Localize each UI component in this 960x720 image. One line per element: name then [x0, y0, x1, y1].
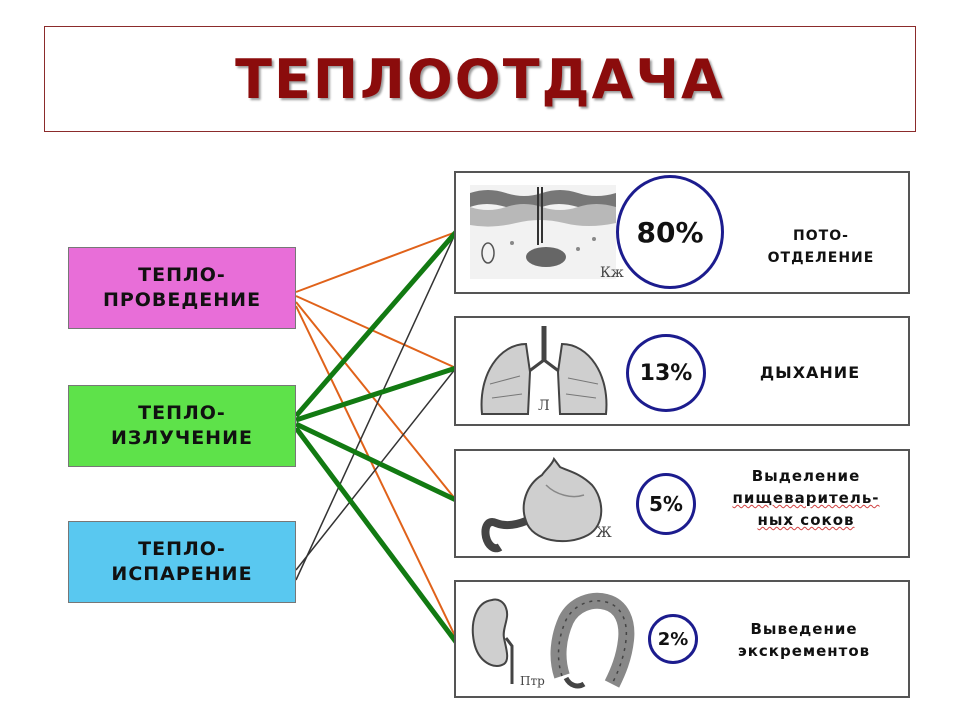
evaporation-line-1: [295, 231, 457, 581]
conduction-line-1: [295, 231, 457, 293]
source-evaporation-line1: ТЕПЛО-: [138, 538, 226, 560]
page-title: ТЕПЛООТДАЧА: [235, 47, 725, 111]
title-box: ТЕПЛООТДАЧА: [44, 26, 916, 132]
label-sweating: ПОТО- ОТДЕЛЕНИЕ: [756, 225, 886, 269]
label-excretion: Выведение экскрементов: [718, 618, 890, 662]
label-breathing: ДЫХАНИЕ: [740, 362, 880, 384]
target-breathing: Л 13% ДЫХАНИЕ: [454, 316, 910, 426]
skin-figure-label: Кж: [600, 265, 624, 281]
label-digestive-line1: Выделение: [751, 467, 861, 485]
percent-circle-sweating: 80%: [616, 175, 724, 289]
percent-breathing: 13%: [639, 360, 693, 386]
percent-digestive: 5%: [649, 492, 683, 516]
kidney-intestine-illustration: [471, 592, 635, 689]
radiation-line-3: [294, 421, 458, 503]
percent-sweating: 80%: [636, 215, 704, 249]
radiation-line-4: [293, 426, 459, 644]
percent-excretion: 2%: [657, 628, 689, 650]
label-excretion-line1: Выведение: [750, 620, 858, 638]
kidney-figure-label: Птр: [520, 674, 545, 688]
target-excretion: Птр 2% Выведение экскрементов: [454, 580, 910, 698]
label-excretion-line2: экскрементов: [737, 642, 871, 660]
radiation-line-1: [294, 230, 458, 418]
conduction-line-4: [295, 305, 457, 639]
percent-circle-breathing: 13%: [626, 334, 706, 412]
label-digestive-line3: ных соков: [757, 511, 855, 529]
label-digestive-line2: пищеваритель-: [732, 489, 880, 507]
source-conduction-line1: ТЕПЛО-: [138, 264, 226, 286]
skin-illustration: [470, 185, 616, 279]
percent-circle-excretion: 2%: [648, 614, 698, 664]
source-evaporation: ТЕПЛО- ИСПАРЕНИЕ: [68, 521, 296, 603]
radiation-line-2: [295, 365, 457, 423]
conduction-line-2: [295, 295, 457, 369]
label-breathing-line1: ДЫХАНИЕ: [759, 363, 861, 382]
conduction-line-3: [295, 301, 457, 501]
label-digestive: Выделение пищеваритель- ных соков: [718, 465, 894, 531]
label-sweating-line1: ПОТО-: [793, 228, 849, 244]
stomach-illustration: [481, 456, 603, 553]
percent-circle-digestive: 5%: [636, 473, 696, 535]
stomach-figure-label: Ж: [596, 525, 612, 541]
label-sweating-line2: ОТДЕЛЕНИЕ: [767, 250, 875, 266]
source-conduction-line2: ПРОВЕДЕНИЕ: [102, 289, 262, 311]
source-radiation-line1: ТЕПЛО-: [138, 402, 226, 424]
source-conduction: ТЕПЛО- ПРОВЕДЕНИЕ: [68, 247, 296, 329]
source-radiation: ТЕПЛО- ИЗЛУЧЕНИЕ: [68, 385, 296, 467]
target-digestive: Ж 5% Выделение пищеваритель- ных соков: [454, 449, 910, 558]
lungs-illustration: [480, 326, 608, 415]
evaporation-line-2: [295, 367, 457, 571]
lungs-figure-label: Л: [538, 398, 550, 414]
source-radiation-line2: ИЗЛУЧЕНИЕ: [111, 427, 253, 449]
target-sweating: Кж 80% ПОТО- ОТДЕЛЕНИЕ: [454, 171, 910, 294]
source-evaporation-line2: ИСПАРЕНИЕ: [111, 563, 253, 585]
